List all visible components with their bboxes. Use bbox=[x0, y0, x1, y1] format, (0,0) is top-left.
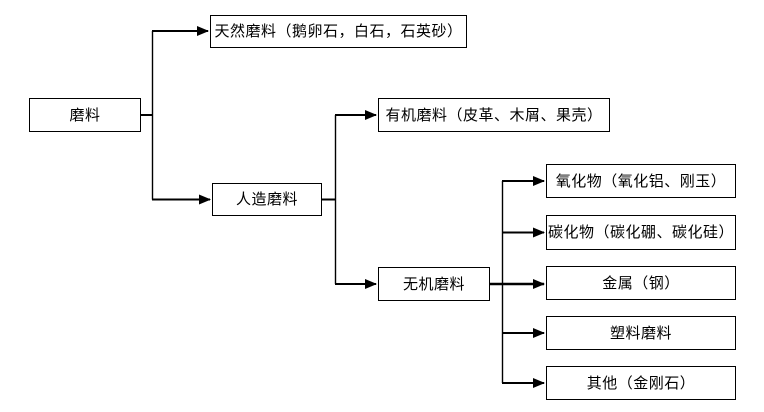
node-organic-abrasive-label: 有机磨料（皮革、木屑、果壳） bbox=[385, 105, 603, 124]
node-organic-abrasive: 有机磨料（皮革、木屑、果壳） bbox=[378, 98, 610, 132]
node-metal-label: 金属（钢） bbox=[602, 273, 680, 292]
node-oxide-label: 氧化物（氧化铝、刚玉） bbox=[555, 171, 727, 190]
node-artificial-abrasive-label: 人造磨料 bbox=[235, 190, 298, 208]
node-natural-abrasive: 天然磨料（鹅卵石，白石，石英砂） bbox=[210, 15, 467, 48]
node-carbide-label: 碳化物（碳化硼、碳化硅） bbox=[547, 223, 734, 241]
edge-root-trunk bbox=[141, 31, 154, 200]
node-inorganic-abrasive: 无机磨料 bbox=[378, 267, 490, 301]
node-oxide: 氧化物（氧化铝、刚玉） bbox=[546, 164, 736, 198]
node-other-abrasive: 其他（金刚石） bbox=[546, 366, 736, 400]
edge-artificial-trunk bbox=[322, 115, 337, 284]
node-artificial-abrasive: 人造磨料 bbox=[212, 183, 322, 216]
node-plastic-abrasive-label: 塑料磨料 bbox=[609, 323, 672, 342]
node-carbide: 碳化物（碳化硼、碳化硅） bbox=[546, 215, 736, 250]
edge-inorganic-trunk bbox=[490, 181, 504, 383]
node-other-abrasive-label: 其他（金刚石） bbox=[586, 373, 696, 392]
node-metal: 金属（钢） bbox=[546, 266, 736, 300]
node-inorganic-abrasive-label: 无机磨料 bbox=[402, 274, 465, 293]
node-plastic-abrasive: 塑料磨料 bbox=[546, 316, 736, 350]
node-natural-abrasive-label: 天然磨料（鹅卵石，白石，石英砂） bbox=[214, 22, 463, 40]
node-abrasive-root: 磨料 bbox=[29, 98, 141, 132]
node-abrasive-root-label: 磨料 bbox=[69, 105, 101, 124]
